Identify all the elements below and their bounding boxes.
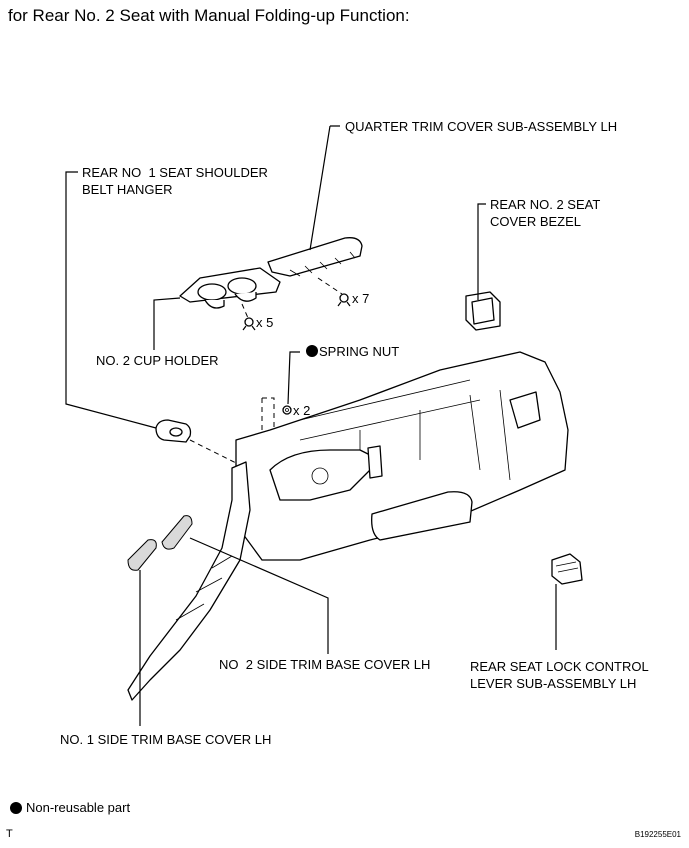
figure-code: B192255E01 (634, 830, 681, 839)
side-trim-base-cover-2 (161, 515, 193, 550)
label-quarter-trim: QUARTER TRIM COVER SUB-ASSEMBLY LH (345, 119, 618, 134)
quarter-trim-panel (235, 351, 569, 561)
footer-mark: T (6, 828, 13, 840)
legend-dot (10, 802, 22, 814)
label-seat-cover-bezel: REAR NO. 2 SEAT COVER BEZEL (490, 197, 601, 229)
seat-lock-control-lever (551, 553, 583, 585)
non-reusable-marker (306, 345, 318, 357)
legend-non-reusable: Non-reusable part (26, 800, 131, 815)
clip-x5 (242, 317, 256, 331)
label-spring-nut: SPRING NUT (319, 344, 400, 359)
leader-cup-holder (153, 297, 181, 350)
side-trim-base-cover-1 (127, 539, 157, 571)
page-title: for Rear No. 2 Seat with Manual Folding-… (8, 6, 410, 25)
seat-cover-bezel (465, 291, 501, 331)
leader-seat-bezel (477, 203, 486, 300)
quarter-trim-cover (267, 237, 363, 277)
label-side-trim-2: NO 2 SIDE TRIM BASE COVER LH (219, 657, 431, 672)
leader-quarter-trim (309, 125, 340, 251)
leader-shoulder-belt (65, 171, 157, 429)
label-cup-holder: NO. 2 CUP HOLDER (96, 353, 219, 368)
label-side-trim-1: NO. 1 SIDE TRIM BASE COVER LH (60, 732, 272, 747)
shoulder-belt-hanger (155, 419, 192, 443)
label-nut-x2: x 2 (293, 403, 311, 418)
leader-side-trim-2 (189, 537, 329, 654)
label-clip-x7: x 7 (352, 291, 370, 306)
spring-nut (282, 405, 292, 415)
label-seat-lock-lever: REAR SEAT LOCK CONTROL LEVER SUB-ASSEMBL… (470, 659, 649, 691)
cup-holder (179, 267, 281, 309)
label-shoulder-belt-hanger: REAR NO 1 SEAT SHOULDER BELT HANGER (82, 165, 268, 197)
clip-x7 (337, 293, 351, 307)
label-clip-x5: x 5 (256, 315, 274, 330)
leader-spring-nut (287, 351, 300, 405)
